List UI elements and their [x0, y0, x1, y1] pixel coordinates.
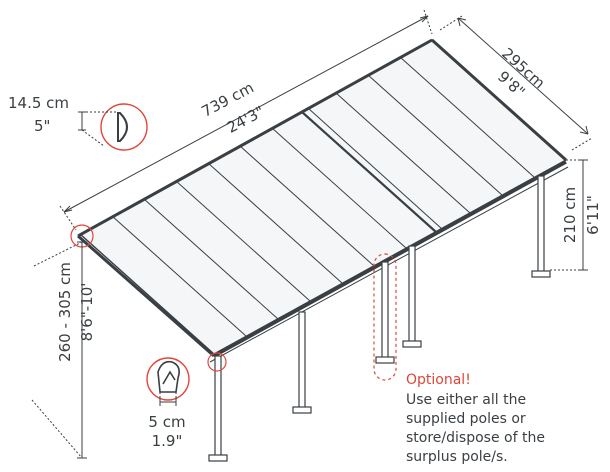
- post-back-right: [537, 175, 545, 273]
- roof-surface: [78, 39, 568, 355]
- front-gutter-beam: [213, 160, 567, 358]
- post-height-ft-label: 6'11": [584, 195, 602, 235]
- profile-height-in-label: 5": [34, 117, 50, 135]
- optional-note-line-2: supplied poles or: [406, 411, 526, 427]
- optional-note-title: Optional!: [406, 372, 471, 388]
- gutter-width-dimension: [159, 392, 177, 406]
- profile-height-dimension: [78, 111, 118, 147]
- roof-panel-seams: [111, 56, 535, 337]
- right-rafter: [430, 38, 568, 162]
- wall-height-dimension: [31, 241, 87, 459]
- optional-note-line-3: store/dispose of the: [406, 430, 545, 446]
- gutter-section-icon: [157, 360, 180, 393]
- post-height-dimension: [550, 159, 588, 271]
- gutter-cm-label: 5 cm: [148, 413, 185, 431]
- gutter-in-label: 1.9": [152, 432, 183, 450]
- post-mid-1: [298, 311, 306, 409]
- left-rafter: [77, 234, 215, 358]
- profile-section-icon: [117, 112, 128, 142]
- optional-note-line-1: Use either all the: [406, 392, 526, 408]
- roof-center-joint: [301, 107, 443, 233]
- optional-pole-highlight: [373, 253, 397, 381]
- length-dimension: [59, 9, 433, 231]
- front-gutter-edge: [209, 166, 569, 363]
- posts: [208, 175, 551, 462]
- post-corner-highlight: [207, 352, 227, 372]
- wall-rail: [77, 38, 433, 238]
- post-optional: [381, 261, 389, 359]
- wall-height-cm-label: 260 - 305 cm: [56, 262, 74, 362]
- profile-height-cm-label: 14.5 cm: [8, 94, 69, 112]
- post-height-cm-label: 210 cm: [561, 187, 579, 243]
- optional-note-line-4: surplus pole/s.: [406, 449, 508, 465]
- post-mid-2: [408, 245, 416, 343]
- width-dimension: [439, 15, 593, 151]
- wall-height-ft-label: 8'6"-10': [78, 283, 96, 342]
